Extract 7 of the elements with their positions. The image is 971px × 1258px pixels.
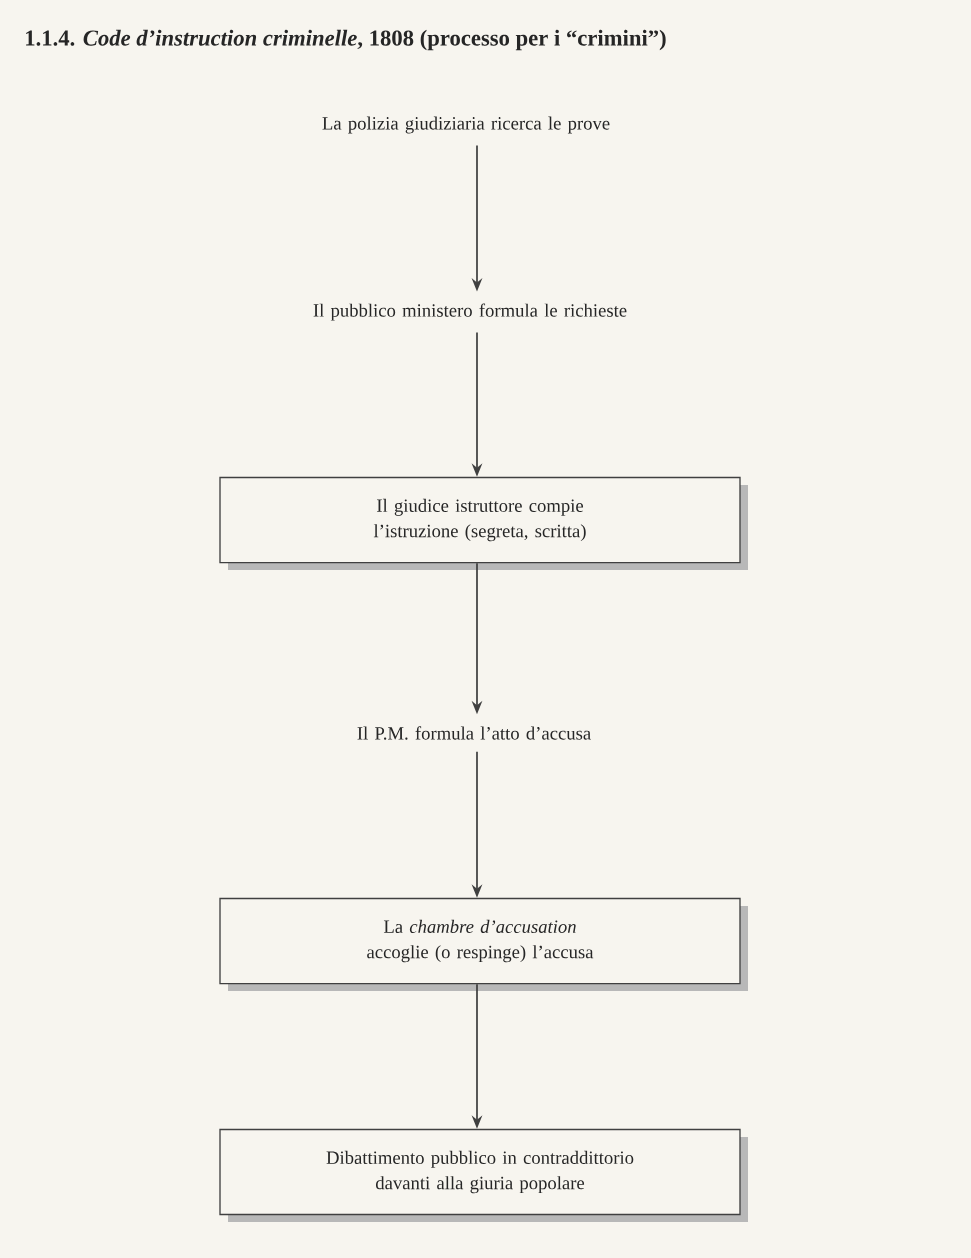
step-text: Il pubblico ministero formula le richieste bbox=[313, 303, 627, 321]
step-text: Il P.M. formula l’atto d’accusa bbox=[357, 726, 591, 740]
process-box: La chambre d’accusation accoglie (o respinge) l’accusa bbox=[219, 897, 748, 991]
process-box: Dibattimento pubblico in contraddittorio davanti alla giuria popolare bbox=[219, 1128, 748, 1222]
heading: 1.1.4. Code d’instruction criminelle, 1808 (processo per i “crimini”) bbox=[26, 29, 666, 51]
process-box: Il giudice istruttore compie l’istruzione (segreta, scritta) bbox=[219, 476, 748, 570]
step-text: La polizia giudiziaria ricerca le prove bbox=[322, 116, 610, 134]
